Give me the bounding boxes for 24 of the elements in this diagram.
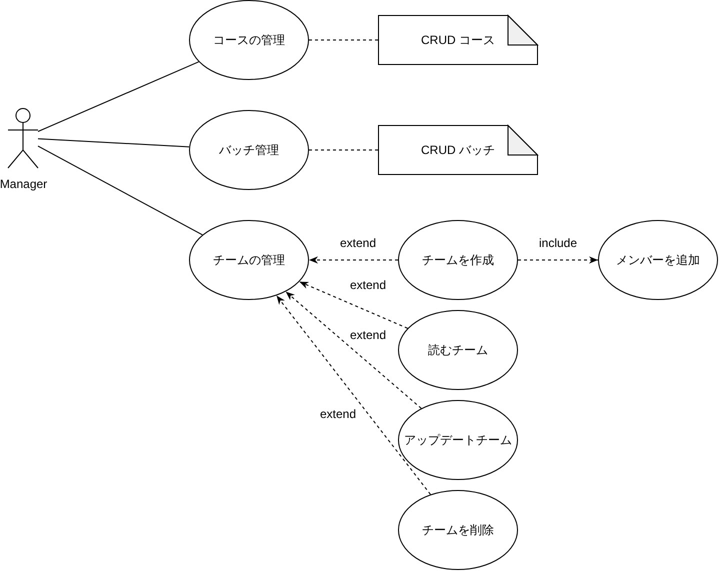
use-case-ellipse: チームを作成 [398,220,518,300]
dashed-arrow [518,256,598,264]
use-case-ellipse: チームを削除 [398,490,518,570]
use-case-ellipse: コースの管理 [189,0,309,80]
use-case-ellipse: 読むチーム [398,310,518,390]
dashed-arrow [308,256,398,264]
use-case-ellipse: バッチ管理 [189,110,309,190]
note: CRUD コース [378,15,538,65]
edge-label: extend [338,236,378,250]
edge-label: include [538,236,578,250]
use-case-ellipse: メンバーを追加 [598,220,718,300]
edge-label: extend [348,278,388,292]
edge-label: extend [318,407,358,421]
line [38,146,203,236]
dashed-arrow [285,291,422,409]
actor: Manager [0,107,47,192]
dashed-arrow [276,295,431,495]
edge-label: extend [348,328,388,342]
line [38,61,200,132]
use-case-ellipse: チームの管理 [189,220,309,300]
dashed-arrow [298,281,408,329]
use-case-ellipse: アップデートチーム [398,400,518,480]
note: CRUD バッチ [378,125,538,175]
line [38,138,190,148]
